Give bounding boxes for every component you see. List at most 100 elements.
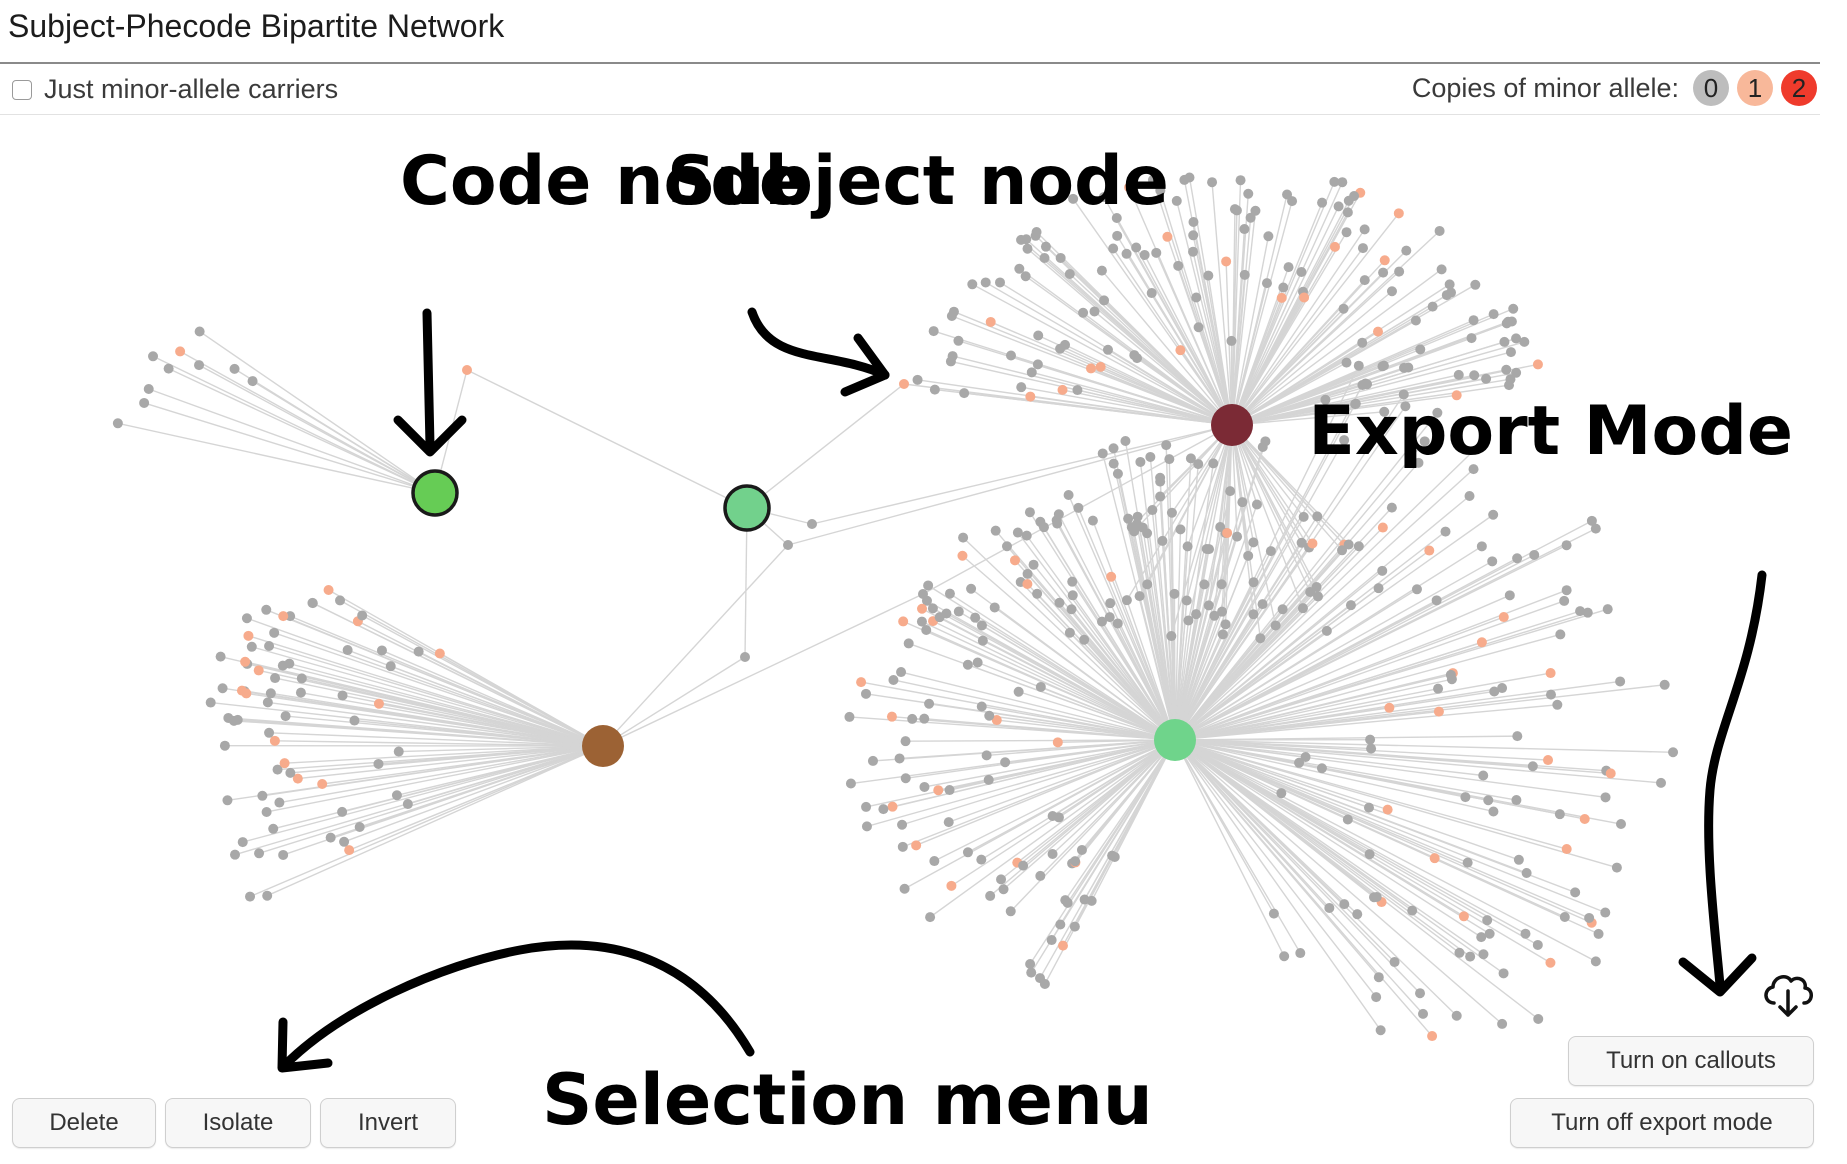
subject-node[interactable]	[247, 376, 258, 387]
subject-node[interactable]	[1545, 668, 1556, 679]
turn-on-callouts-button[interactable]: Turn on callouts	[1568, 1036, 1814, 1086]
subject-node[interactable]	[253, 665, 264, 676]
subject-node[interactable]	[1098, 192, 1109, 203]
subject-node[interactable]	[1005, 350, 1016, 361]
subject-node[interactable]	[1055, 343, 1066, 354]
subject-node[interactable]	[402, 799, 413, 810]
subject-node[interactable]	[1513, 854, 1524, 865]
subject-node[interactable]	[1123, 513, 1134, 524]
subject-node[interactable]	[1339, 899, 1350, 910]
subject-node[interactable]	[1188, 217, 1199, 228]
subject-node[interactable]	[1089, 306, 1100, 317]
subject-node[interactable]	[1112, 618, 1123, 629]
subject-node[interactable]	[1222, 527, 1233, 538]
subject-node[interactable]	[1276, 788, 1287, 799]
subject-node[interactable]	[888, 674, 899, 685]
subject-node[interactable]	[1453, 369, 1464, 380]
subject-node[interactable]	[1586, 515, 1597, 526]
subject-node[interactable]	[991, 715, 1002, 726]
subject-node[interactable]	[1436, 264, 1447, 275]
subject-node[interactable]	[1386, 286, 1397, 297]
subject-node[interactable]	[1012, 527, 1023, 538]
subject-node[interactable]	[1512, 731, 1523, 742]
subject-node[interactable]	[1064, 627, 1075, 638]
subject-node[interactable]	[1268, 908, 1279, 919]
subject-node[interactable]	[1243, 550, 1254, 561]
subject-node[interactable]	[1261, 278, 1272, 289]
subject-node[interactable]	[1047, 849, 1058, 860]
subject-node[interactable]	[1317, 197, 1328, 208]
subject-node[interactable]	[278, 849, 289, 860]
subject-node[interactable]	[1454, 947, 1465, 958]
subject-node[interactable]	[1239, 269, 1250, 280]
subject-node[interactable]	[335, 595, 346, 606]
subject-node[interactable]	[1337, 177, 1348, 188]
subject-node[interactable]	[1171, 195, 1182, 206]
subject-node[interactable]	[996, 874, 1007, 885]
subject-node[interactable]	[1413, 457, 1424, 468]
subject-node[interactable]	[1296, 537, 1307, 548]
subject-node[interactable]	[860, 688, 871, 699]
subject-node[interactable]	[976, 854, 987, 865]
subject-node[interactable]	[1342, 207, 1353, 218]
subject-node[interactable]	[976, 620, 987, 631]
subject-node[interactable]	[241, 688, 252, 699]
subject-node[interactable]	[898, 616, 909, 627]
subject-node[interactable]	[953, 335, 964, 346]
subject-node[interactable]	[223, 712, 234, 723]
subject-node[interactable]	[1386, 502, 1397, 513]
subject-node[interactable]	[897, 841, 908, 852]
subject-node[interactable]	[1207, 177, 1218, 188]
subject-node[interactable]	[1132, 511, 1143, 522]
subject-node[interactable]	[1584, 912, 1595, 923]
subject-node[interactable]	[1582, 607, 1593, 618]
subject-node[interactable]	[985, 890, 996, 901]
subject-node[interactable]	[1373, 972, 1384, 983]
subject-node[interactable]	[944, 588, 955, 599]
subject-node[interactable]	[1378, 267, 1389, 278]
subject-node[interactable]	[1020, 271, 1031, 282]
subject-node[interactable]	[1203, 270, 1214, 281]
subject-node[interactable]	[1602, 604, 1613, 615]
subject-node[interactable]	[1201, 543, 1212, 554]
subject-node[interactable]	[899, 379, 909, 389]
subject-node[interactable]	[1353, 360, 1364, 371]
subject-node[interactable]	[1046, 935, 1057, 946]
subject-node[interactable]	[740, 652, 750, 662]
subject-node[interactable]	[995, 277, 1006, 288]
subject-node[interactable]	[1343, 539, 1354, 550]
subject-node[interactable]	[917, 603, 928, 614]
subject-node[interactable]	[274, 797, 285, 808]
subject-node[interactable]	[1263, 231, 1274, 242]
subject-node[interactable]	[393, 746, 404, 757]
subject-node[interactable]	[1307, 538, 1318, 549]
subject-node[interactable]	[1053, 509, 1064, 520]
subject-node[interactable]	[317, 778, 328, 789]
subject-node[interactable]	[929, 384, 940, 395]
subject-node[interactable]	[1488, 806, 1499, 817]
subject-node[interactable]	[1616, 819, 1627, 830]
subject-node[interactable]	[1615, 676, 1626, 687]
subject-node[interactable]	[1032, 359, 1043, 370]
subject-node[interactable]	[1511, 367, 1522, 378]
subject-node[interactable]	[1462, 857, 1473, 868]
isolate-button[interactable]: Isolate	[165, 1098, 311, 1148]
subject-node[interactable]	[280, 711, 291, 722]
subject-node[interactable]	[240, 656, 251, 667]
subject-node[interactable]	[1429, 853, 1440, 864]
subject-node[interactable]	[148, 351, 159, 362]
subject-node[interactable]	[1057, 940, 1068, 951]
subject-node[interactable]	[1521, 868, 1532, 879]
subject-node[interactable]	[1221, 256, 1232, 267]
delete-button[interactable]: Delete	[12, 1098, 156, 1148]
turn-off-export-mode-button[interactable]: Turn off export mode	[1510, 1098, 1814, 1148]
subject-node[interactable]	[1469, 370, 1480, 381]
subject-node[interactable]	[1251, 499, 1262, 510]
subject-node[interactable]	[1668, 747, 1679, 758]
subject-node[interactable]	[1161, 440, 1172, 451]
subject-node[interactable]	[1295, 948, 1306, 959]
subject-node[interactable]	[927, 603, 938, 614]
subject-node[interactable]	[933, 785, 944, 796]
subject-node[interactable]	[143, 384, 154, 395]
subject-node[interactable]	[1393, 208, 1404, 219]
